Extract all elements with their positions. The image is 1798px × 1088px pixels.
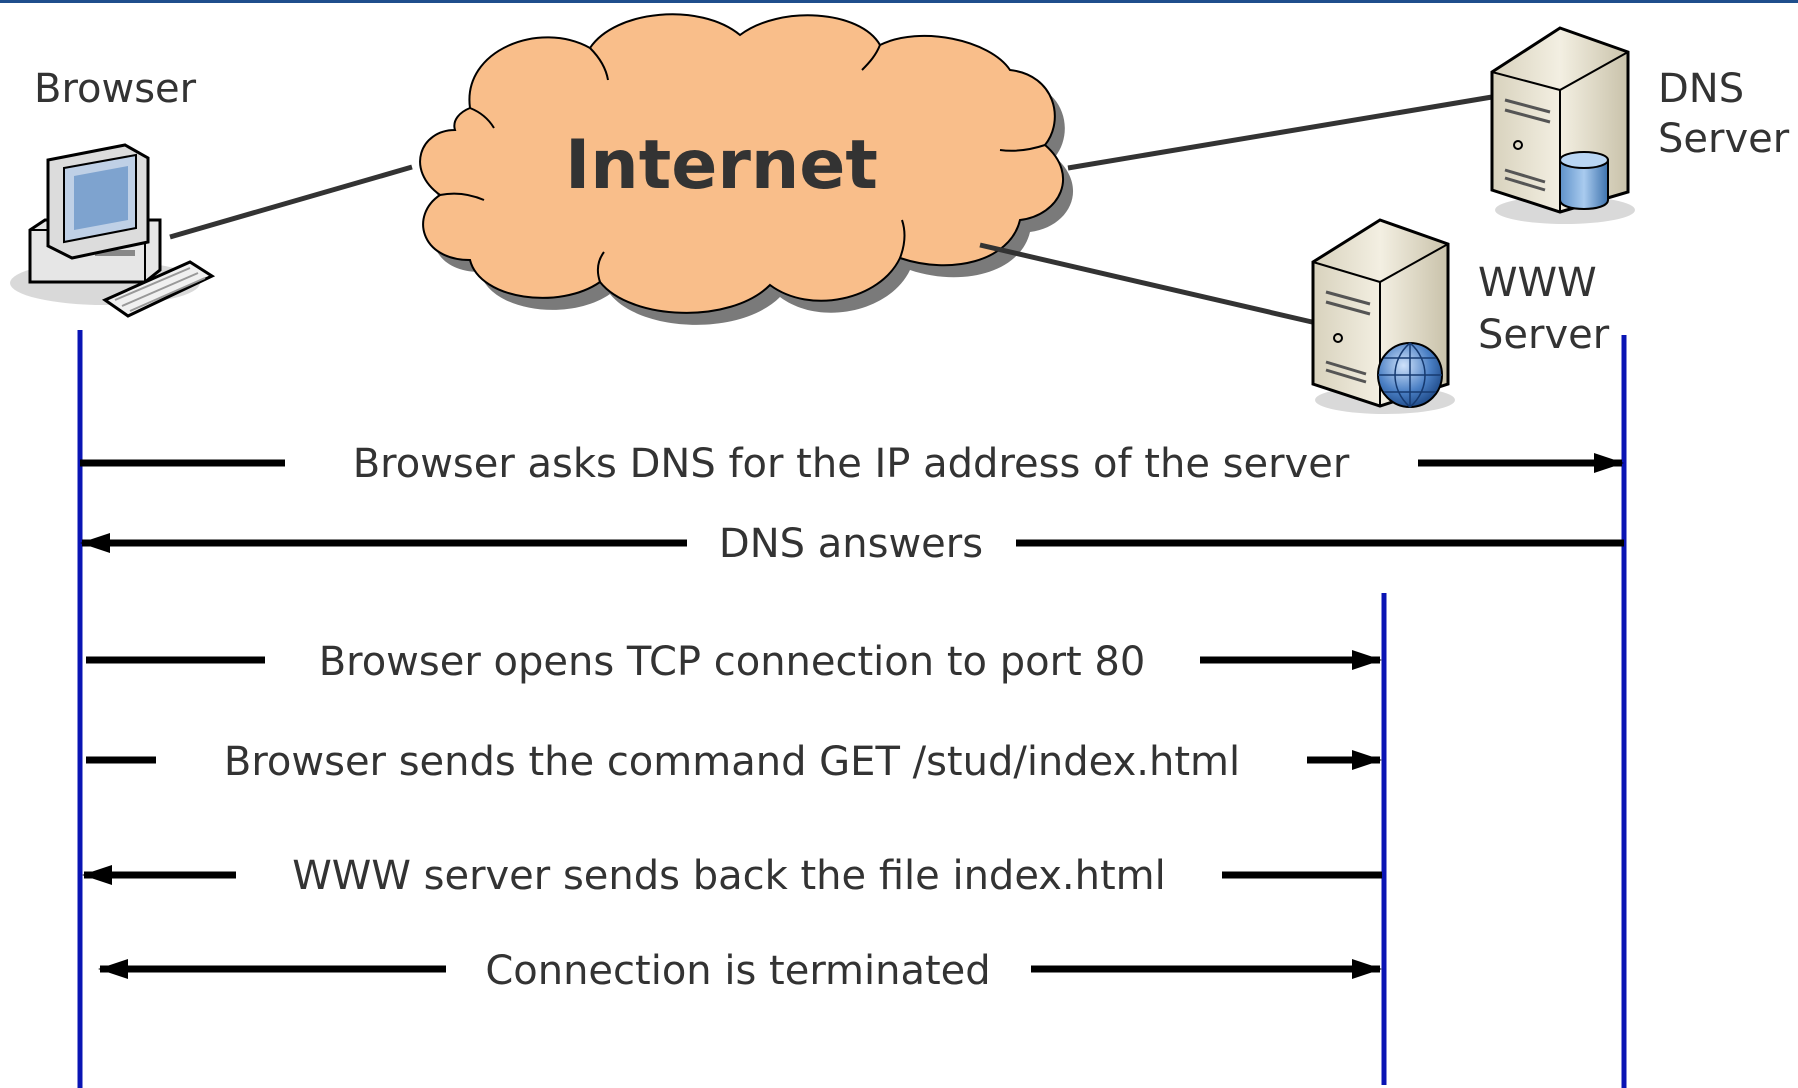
lifelines: [77, 330, 1627, 1088]
top-rule: [0, 0, 1798, 3]
dns-server-label-line2: Server: [1658, 116, 1790, 162]
message-label: WWW server sends back the file index.htm…: [292, 853, 1165, 899]
link-internet-www: [979, 242, 1313, 325]
link-internet-dns: [1067, 94, 1493, 171]
computer-icon: [10, 143, 216, 318]
message-file-response: WWW server sends back the file index.htm…: [82, 853, 1382, 899]
www-server-label-line1: WWW: [1478, 260, 1597, 306]
internet-label: Internet: [565, 126, 878, 205]
message-get-request: Browser sends the command GET /stud/inde…: [86, 739, 1382, 785]
message-label: Connection is terminated: [485, 948, 990, 994]
message-dns-answer: DNS answers: [80, 521, 1624, 567]
internet-cloud: [419, 13, 1074, 325]
message-connection-terminated: Connection is terminated: [98, 948, 1382, 994]
message-dns-query: Browser asks DNS for the IP address of t…: [80, 441, 1624, 487]
dns-server-icon: [1490, 26, 1635, 224]
message-label: DNS answers: [719, 521, 983, 567]
message-tcp-open: Browser opens TCP connection to port 80: [86, 639, 1382, 685]
message-label: Browser asks DNS for the IP address of t…: [353, 441, 1350, 487]
message-label: Browser sends the command GET /stud/inde…: [224, 739, 1240, 785]
message-label: Browser opens TCP connection to port 80: [319, 639, 1146, 685]
network-links: [169, 94, 1493, 325]
dns-server-label-line1: DNS: [1658, 66, 1744, 112]
link-browser-internet: [169, 164, 413, 240]
browser-label: Browser: [34, 66, 197, 112]
www-server-label-line2: Server: [1478, 312, 1610, 358]
www-server-icon: [1311, 218, 1455, 414]
